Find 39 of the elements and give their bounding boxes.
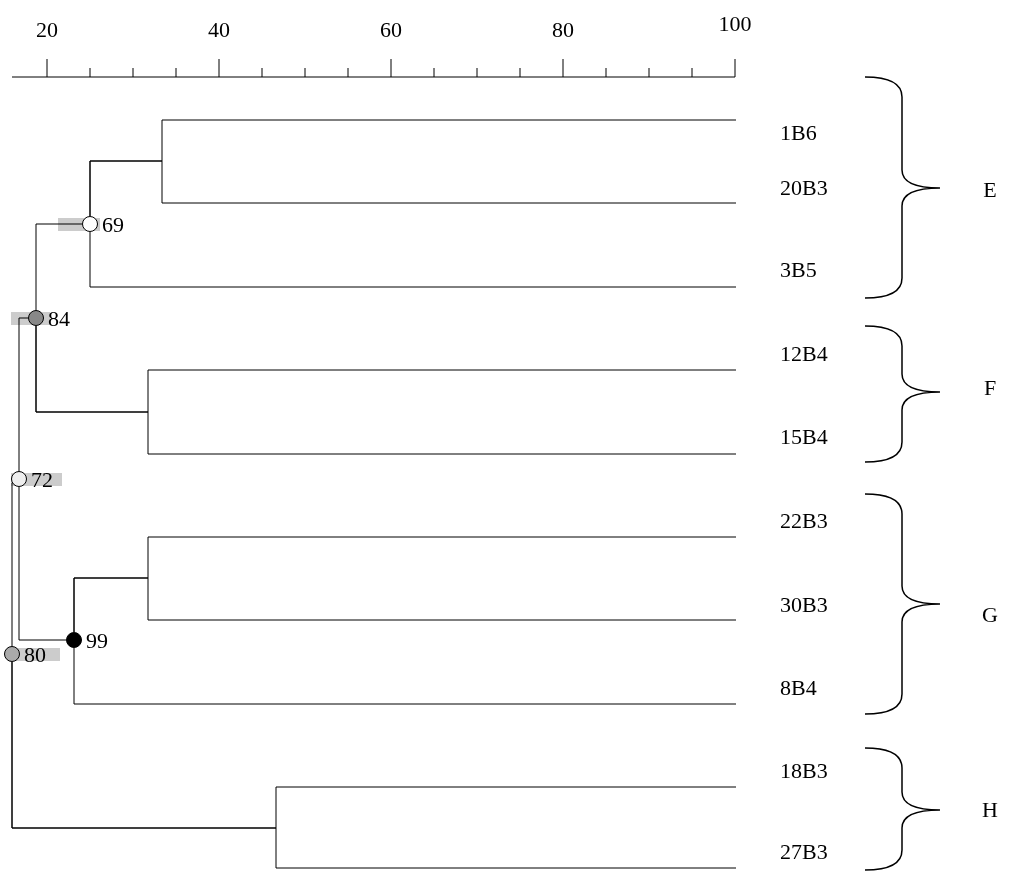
bootstrap-value: 72 — [31, 468, 53, 492]
dendrogram-branch — [89, 231, 737, 288]
node-circle — [66, 632, 82, 648]
leaf-label: 20B3 — [736, 176, 828, 205]
leaf-label: 12B4 — [736, 342, 828, 372]
leaf-label: 22B3 — [736, 509, 828, 539]
bootstrap-value: 84 — [48, 307, 70, 331]
group-label: G — [982, 603, 998, 627]
axis-tick-label: 100 — [718, 12, 752, 36]
group-label: E — [983, 178, 997, 202]
bootstrap-value: 80 — [24, 643, 46, 667]
axis-tick-label: 40 — [208, 18, 230, 42]
bootstrap-value: 69 — [102, 213, 124, 237]
dendrogram-branch — [18, 486, 67, 641]
leaf-label: 15B4 — [736, 425, 828, 456]
dendrogram-branch — [73, 647, 737, 705]
dendrogram-branch — [11, 482, 13, 647]
axis-tick-label: 20 — [36, 18, 58, 42]
node-circle — [11, 471, 27, 487]
node-circle — [28, 310, 44, 326]
dendrogram-branch — [35, 223, 83, 311]
leaf-label: 8B4 — [736, 676, 817, 706]
leaf-label: 3B5 — [736, 258, 817, 289]
axis-tick-label: 80 — [552, 18, 574, 42]
group-label: F — [983, 376, 997, 400]
bootstrap-value: 99 — [86, 629, 108, 653]
dendrogram-branch — [89, 160, 737, 217]
node-circle — [82, 216, 98, 232]
node-circle — [4, 646, 20, 662]
dendrogram-branch — [35, 325, 737, 455]
leaf-label: 1B6 — [736, 118, 817, 145]
leaf-label: 18B3 — [736, 759, 828, 789]
dendrogram-branch — [11, 661, 737, 869]
axis-tick-label: 60 — [380, 18, 402, 42]
dendrogram-branch — [18, 317, 29, 472]
dendrogram-branch — [73, 577, 737, 633]
leaf-label: 30B3 — [736, 593, 828, 622]
leaf-label: 27B3 — [736, 840, 828, 870]
group-label: H — [982, 798, 998, 822]
